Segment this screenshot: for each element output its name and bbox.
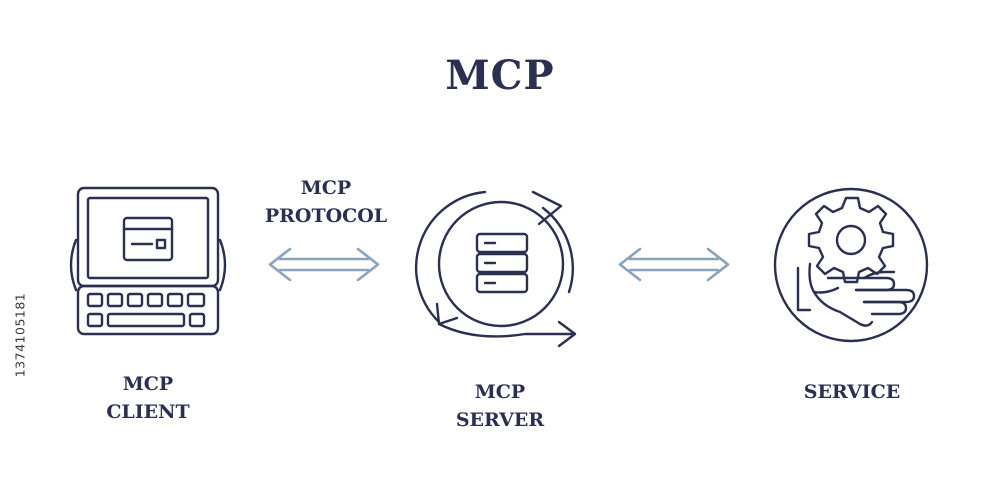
server-label-line-1: MCP xyxy=(474,381,526,403)
stock-image-id-text: 1374105181 xyxy=(12,292,28,378)
service-label-line-1: SERVICE xyxy=(803,381,901,403)
server-label-line-2: SERVER xyxy=(455,409,545,431)
protocol-label-line-2: PROTOCOL xyxy=(264,205,388,227)
protocol-label-line-1: MCP xyxy=(300,177,352,199)
protocol-label: MCP PROTOCOL xyxy=(255,174,397,230)
stock-image-id: 1374105181 xyxy=(10,265,30,405)
service-label: SERVICE xyxy=(790,378,914,406)
laptop-icon xyxy=(69,186,227,336)
server-label: MCP SERVER xyxy=(440,378,560,434)
double-arrow-icon xyxy=(268,247,380,282)
service-gear-hand-icon xyxy=(773,187,929,343)
server-sync-icon xyxy=(414,190,577,348)
client-label-line-2: CLIENT xyxy=(106,401,190,423)
double-arrow-icon xyxy=(618,247,730,282)
client-label: MCP CLIENT xyxy=(88,370,208,426)
client-label-line-1: MCP xyxy=(122,373,174,395)
diagram-title: MCP xyxy=(445,52,555,99)
